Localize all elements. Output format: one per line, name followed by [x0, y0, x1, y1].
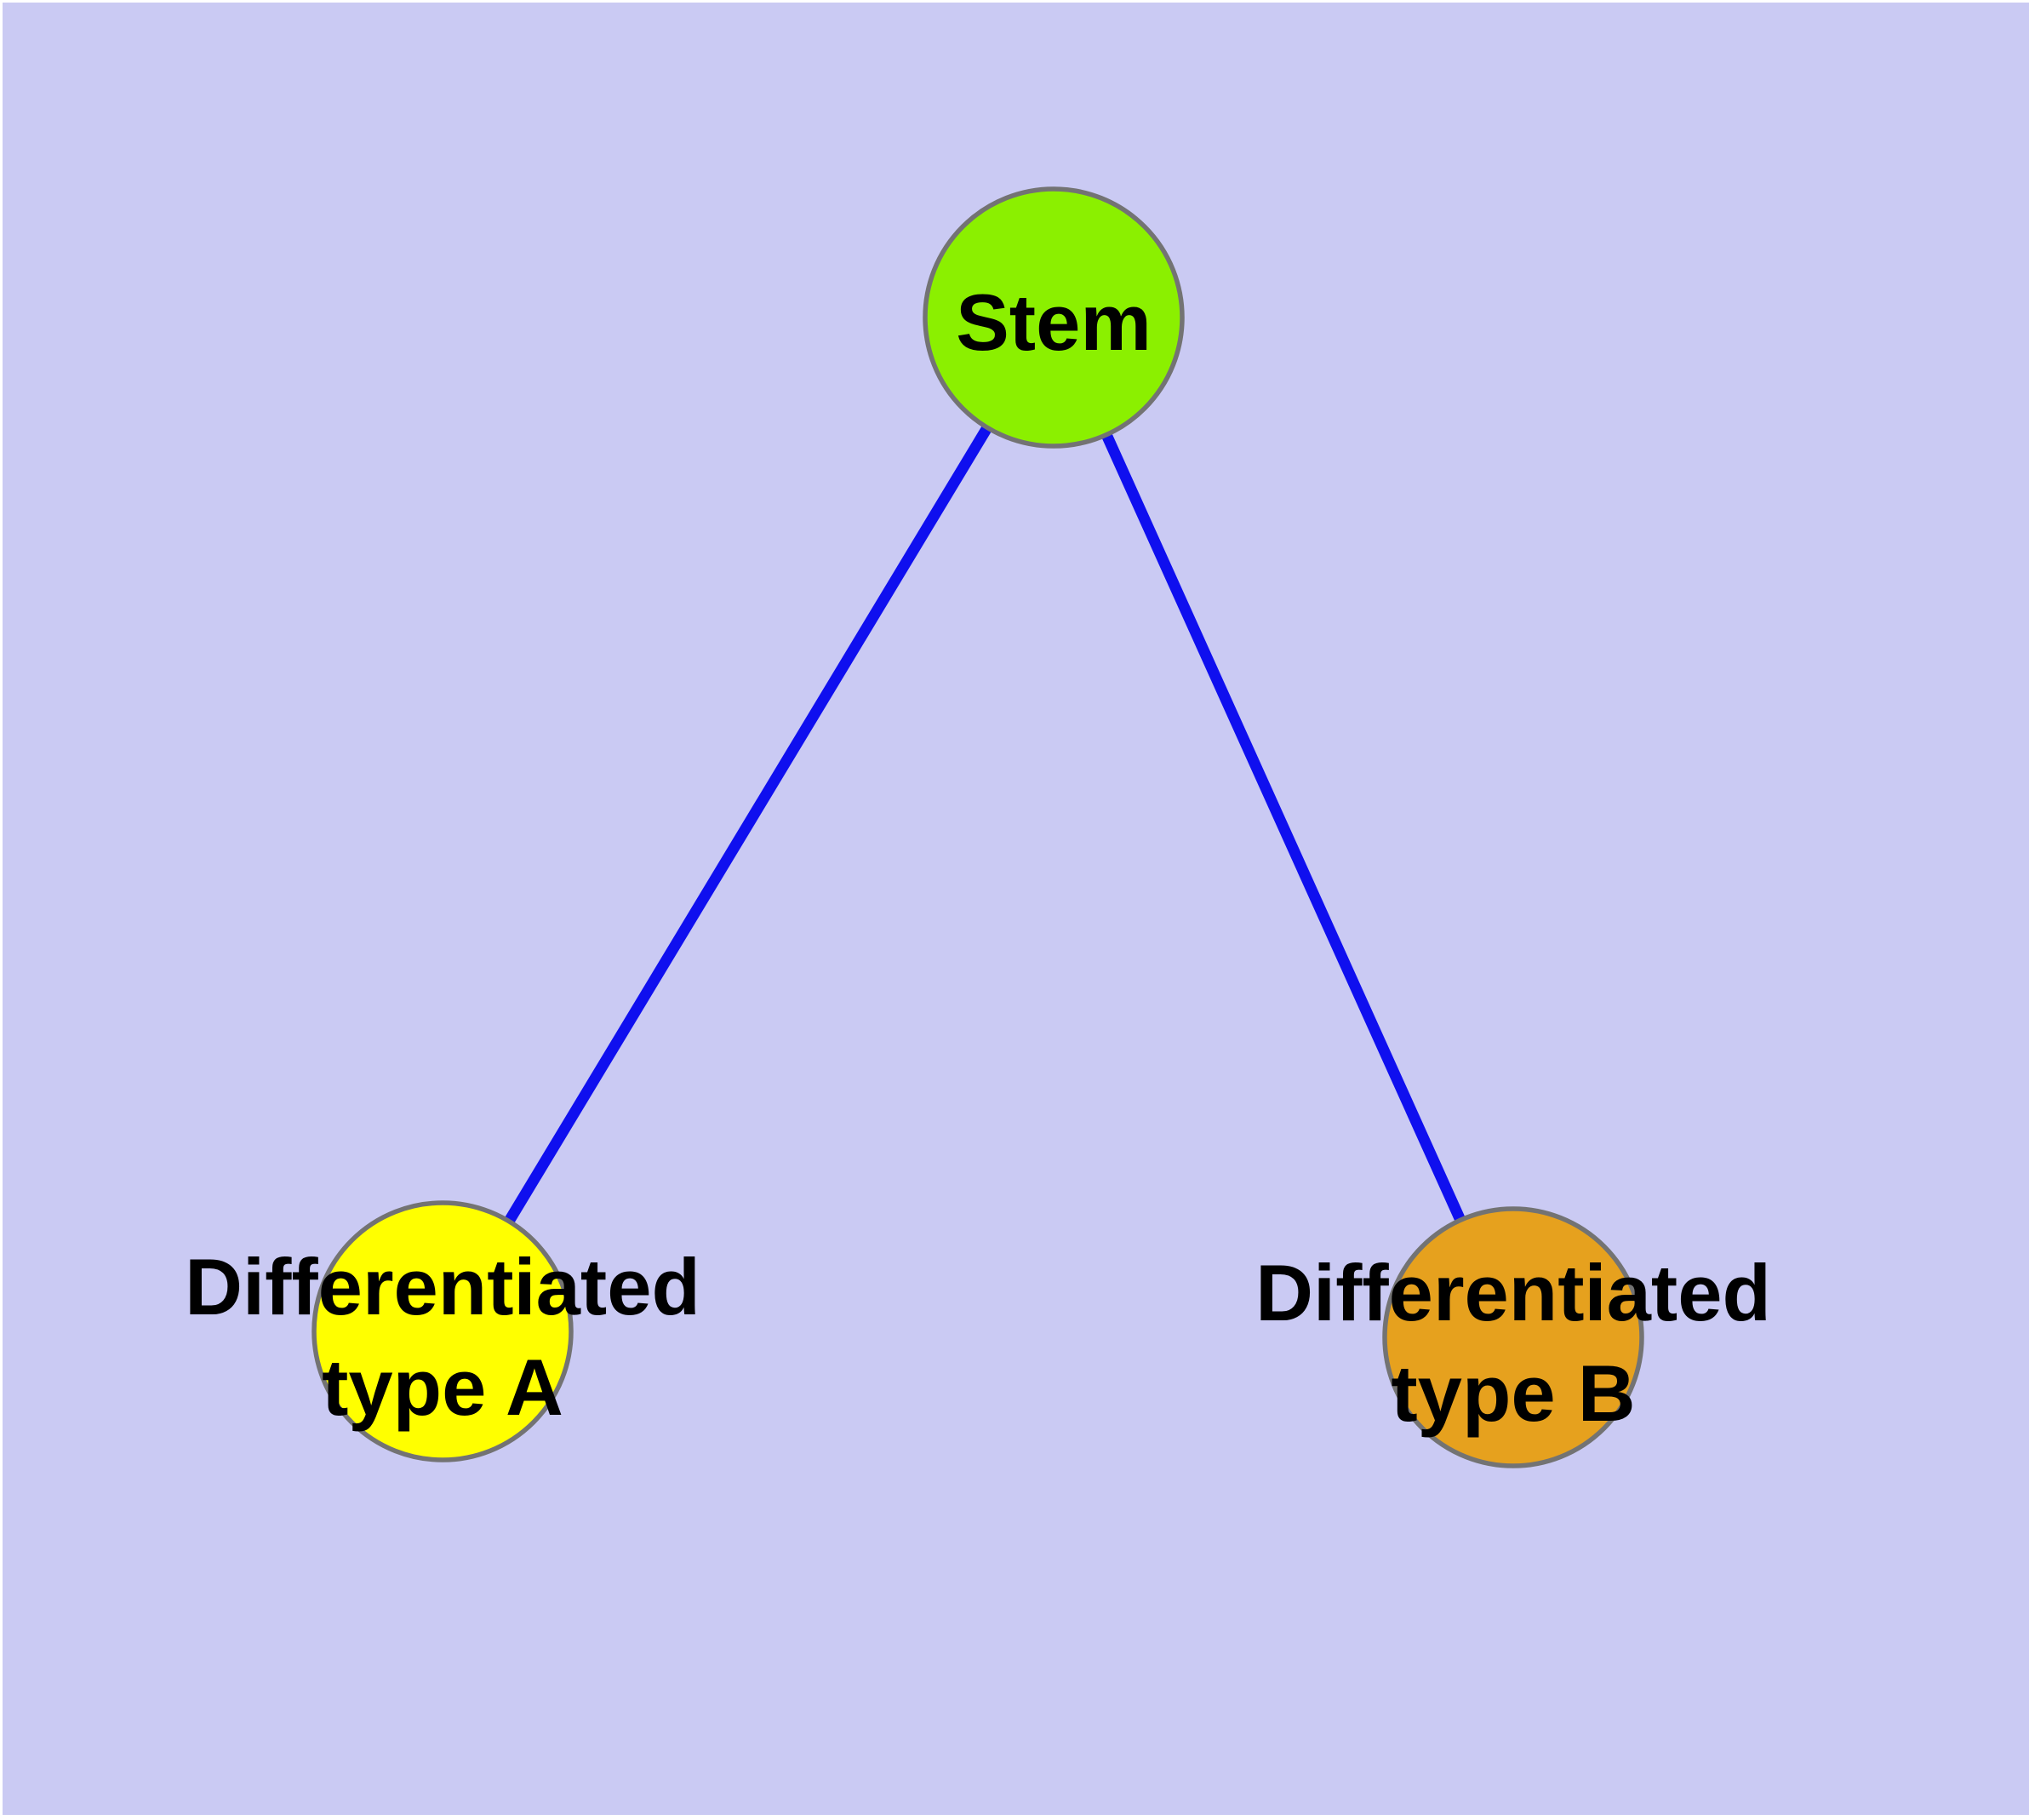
node-type-b-label-line1: Differentiated: [1255, 1248, 1771, 1337]
node-differentiated-type-b: Differentiated type B: [1255, 1206, 1771, 1468]
node-type-b-label-line2: type B: [1391, 1348, 1635, 1438]
node-stem-circle: [923, 186, 1185, 449]
node-type-a-label-line1: Differentiated: [185, 1242, 700, 1331]
node-stem-label: Stem: [956, 278, 1152, 367]
node-stem: Stem: [923, 186, 1185, 449]
edge-stem-to-type-b: [1049, 315, 1518, 1340]
node-type-a-label-line2: type A: [322, 1342, 563, 1432]
node-type-a-circle: [311, 1200, 574, 1462]
edge-stem-to-type-a: [437, 314, 1059, 1335]
node-differentiated-type-a: Differentiated type A: [185, 1200, 700, 1462]
edge-layer: [437, 314, 1518, 1340]
node-type-b-circle: [1382, 1206, 1644, 1468]
